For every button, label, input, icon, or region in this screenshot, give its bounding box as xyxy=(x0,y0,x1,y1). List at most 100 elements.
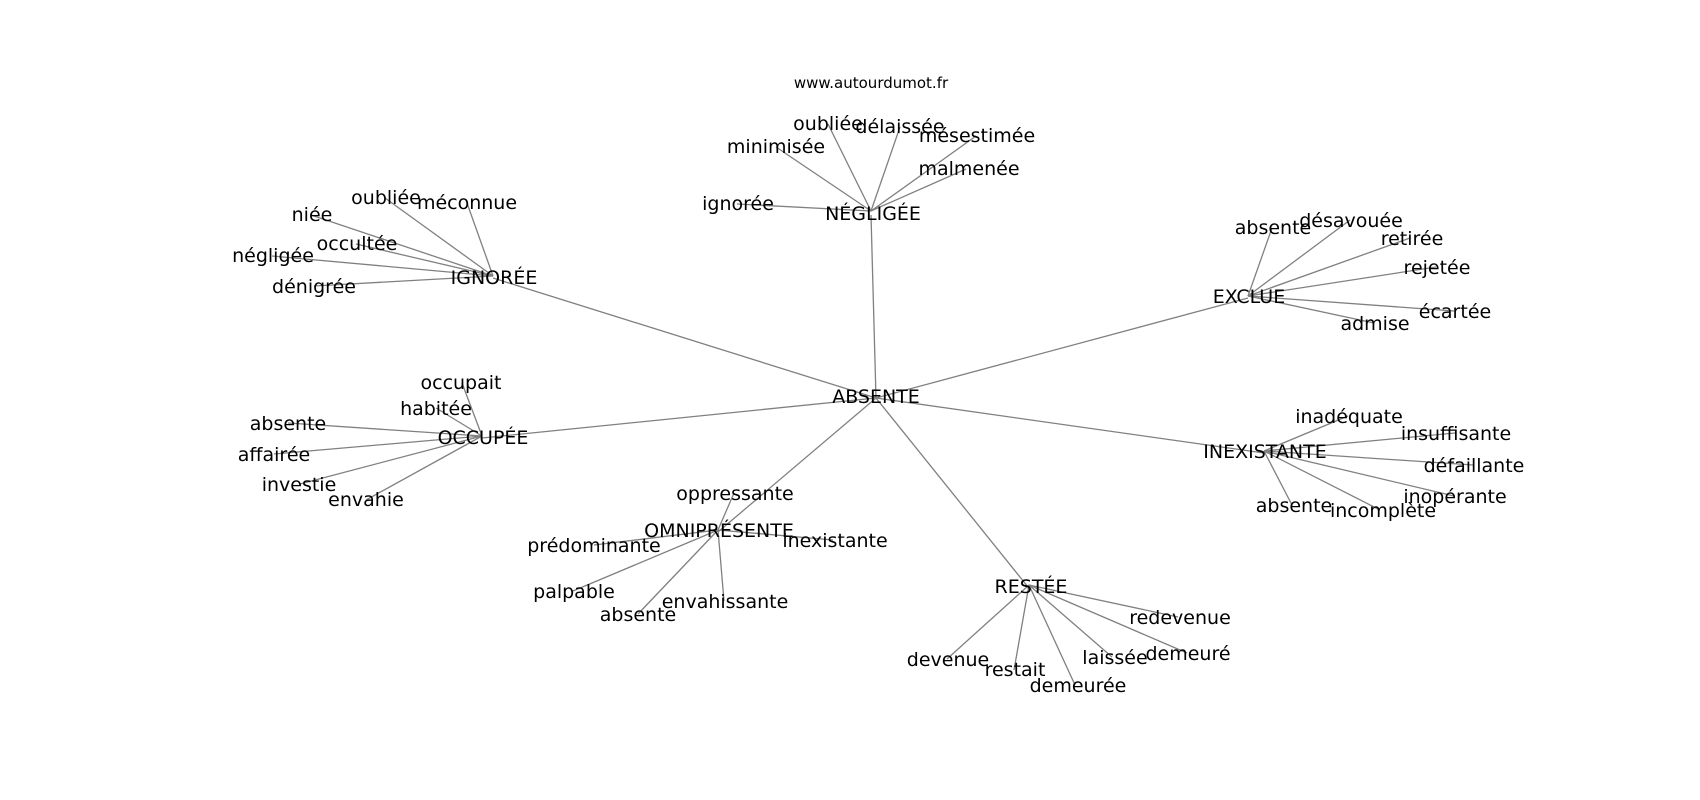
leaf-node: dénigrée xyxy=(272,276,356,298)
edge xyxy=(384,197,494,277)
leaf-node: absente xyxy=(250,413,326,435)
edge xyxy=(1028,584,1076,686)
leaf-node: écartée xyxy=(1419,301,1491,323)
leaf-node: prédominante xyxy=(527,535,660,557)
edge xyxy=(1263,450,1474,466)
leaf-node: inexistante xyxy=(782,530,887,552)
edge xyxy=(1263,450,1293,506)
group-node: OMNIPRÉSENTE xyxy=(644,519,794,542)
leaf-node: ignorée xyxy=(702,193,774,215)
group-node: INEXISTANTE xyxy=(1203,441,1326,463)
group-node: EXCLUE xyxy=(1213,286,1285,308)
edge xyxy=(1247,227,1273,297)
leaf-node: rejetée xyxy=(1404,257,1471,279)
leaf-node: négligée xyxy=(232,245,314,267)
leaf-node: retirée xyxy=(1381,228,1444,250)
edge xyxy=(717,397,877,533)
leaf-node: redevenue xyxy=(1129,607,1231,629)
leaf-node: occultée xyxy=(317,233,398,255)
edge xyxy=(1263,450,1455,497)
leaf-node: incomplète xyxy=(1330,500,1436,522)
edge xyxy=(1247,219,1351,297)
edge xyxy=(717,529,725,602)
leaf-node: absente xyxy=(1235,217,1311,239)
leaf-node: mésestimée xyxy=(919,125,1035,147)
leaf-node: envahie xyxy=(328,489,404,511)
edge xyxy=(870,135,977,212)
edge xyxy=(271,255,494,277)
edge xyxy=(273,435,483,455)
leaf-node: demeuré xyxy=(1145,643,1230,665)
edge xyxy=(492,277,877,399)
edge xyxy=(875,397,1029,588)
edge xyxy=(593,529,719,546)
leaf-node: niée xyxy=(292,204,333,226)
leaf-node: défaillante xyxy=(1424,455,1525,477)
edge xyxy=(572,529,719,592)
edge xyxy=(299,435,483,485)
group-node: OCCUPÉE xyxy=(438,426,529,449)
edge xyxy=(875,297,1249,399)
edge xyxy=(1263,432,1456,452)
edge xyxy=(1013,584,1030,671)
edge xyxy=(717,529,834,541)
leaf-node: inadéquate xyxy=(1295,406,1403,428)
edge xyxy=(1028,584,1113,658)
leaf-node: délaissée xyxy=(855,116,944,138)
edge xyxy=(1247,295,1455,312)
edge xyxy=(287,422,483,437)
edge xyxy=(310,214,494,277)
leaf-node: oppressante xyxy=(676,483,793,505)
edge xyxy=(1263,415,1349,452)
edge xyxy=(461,382,483,437)
leaf-node: occupait xyxy=(421,372,502,394)
edge xyxy=(313,275,494,287)
labels: www.autourdumot.fr ABSENTE NÉGLIGÉE igno… xyxy=(232,74,1524,697)
group-node: RESTÉE xyxy=(995,575,1068,598)
group-node: NÉGLIGÉE xyxy=(825,202,921,225)
edge xyxy=(481,397,877,439)
leaf-node: palpable xyxy=(533,581,615,603)
edge xyxy=(1247,266,1437,297)
edge xyxy=(1028,584,1188,654)
edge xyxy=(870,126,901,212)
leaf-node: restait xyxy=(985,659,1046,681)
edge xyxy=(355,243,494,277)
leaf-node: envahissante xyxy=(662,591,789,613)
edge xyxy=(435,407,483,437)
leaf-node: inopérante xyxy=(1403,486,1506,508)
edges xyxy=(271,123,1474,686)
leaf-node: absente xyxy=(1256,495,1332,517)
leaf-node: devenue xyxy=(907,649,989,671)
leaf-node: demeurée xyxy=(1030,675,1127,697)
edge xyxy=(1028,584,1179,618)
leaf-node: admise xyxy=(1340,313,1409,335)
center-node: ABSENTE xyxy=(832,386,920,408)
group-node: IGNORÉE xyxy=(451,266,538,289)
leaf-node: méconnue xyxy=(417,192,517,214)
leaf-node: désavouée xyxy=(1299,210,1403,232)
edge xyxy=(1263,450,1381,511)
edge xyxy=(775,146,872,212)
watermark: www.autourdumot.fr xyxy=(794,74,949,92)
edge xyxy=(827,123,872,212)
leaf-node: malmenée xyxy=(918,158,1019,180)
leaf-node: habitée xyxy=(400,398,472,420)
edge xyxy=(946,584,1030,660)
leaf-node: investie xyxy=(262,474,337,496)
leaf-node: insuffisante xyxy=(1401,423,1511,445)
leaf-node: affairée xyxy=(238,444,310,466)
edge xyxy=(466,202,494,277)
edge xyxy=(717,492,735,531)
edge xyxy=(736,203,872,212)
edge xyxy=(1247,295,1375,324)
edge xyxy=(875,397,1265,454)
edge xyxy=(1247,237,1411,297)
edge xyxy=(870,214,877,399)
leaf-node: oubliée xyxy=(351,187,421,209)
leaf-node: minimisée xyxy=(727,136,825,158)
leaf-node: laissée xyxy=(1082,647,1147,669)
edge xyxy=(870,168,967,212)
edge xyxy=(637,529,719,615)
